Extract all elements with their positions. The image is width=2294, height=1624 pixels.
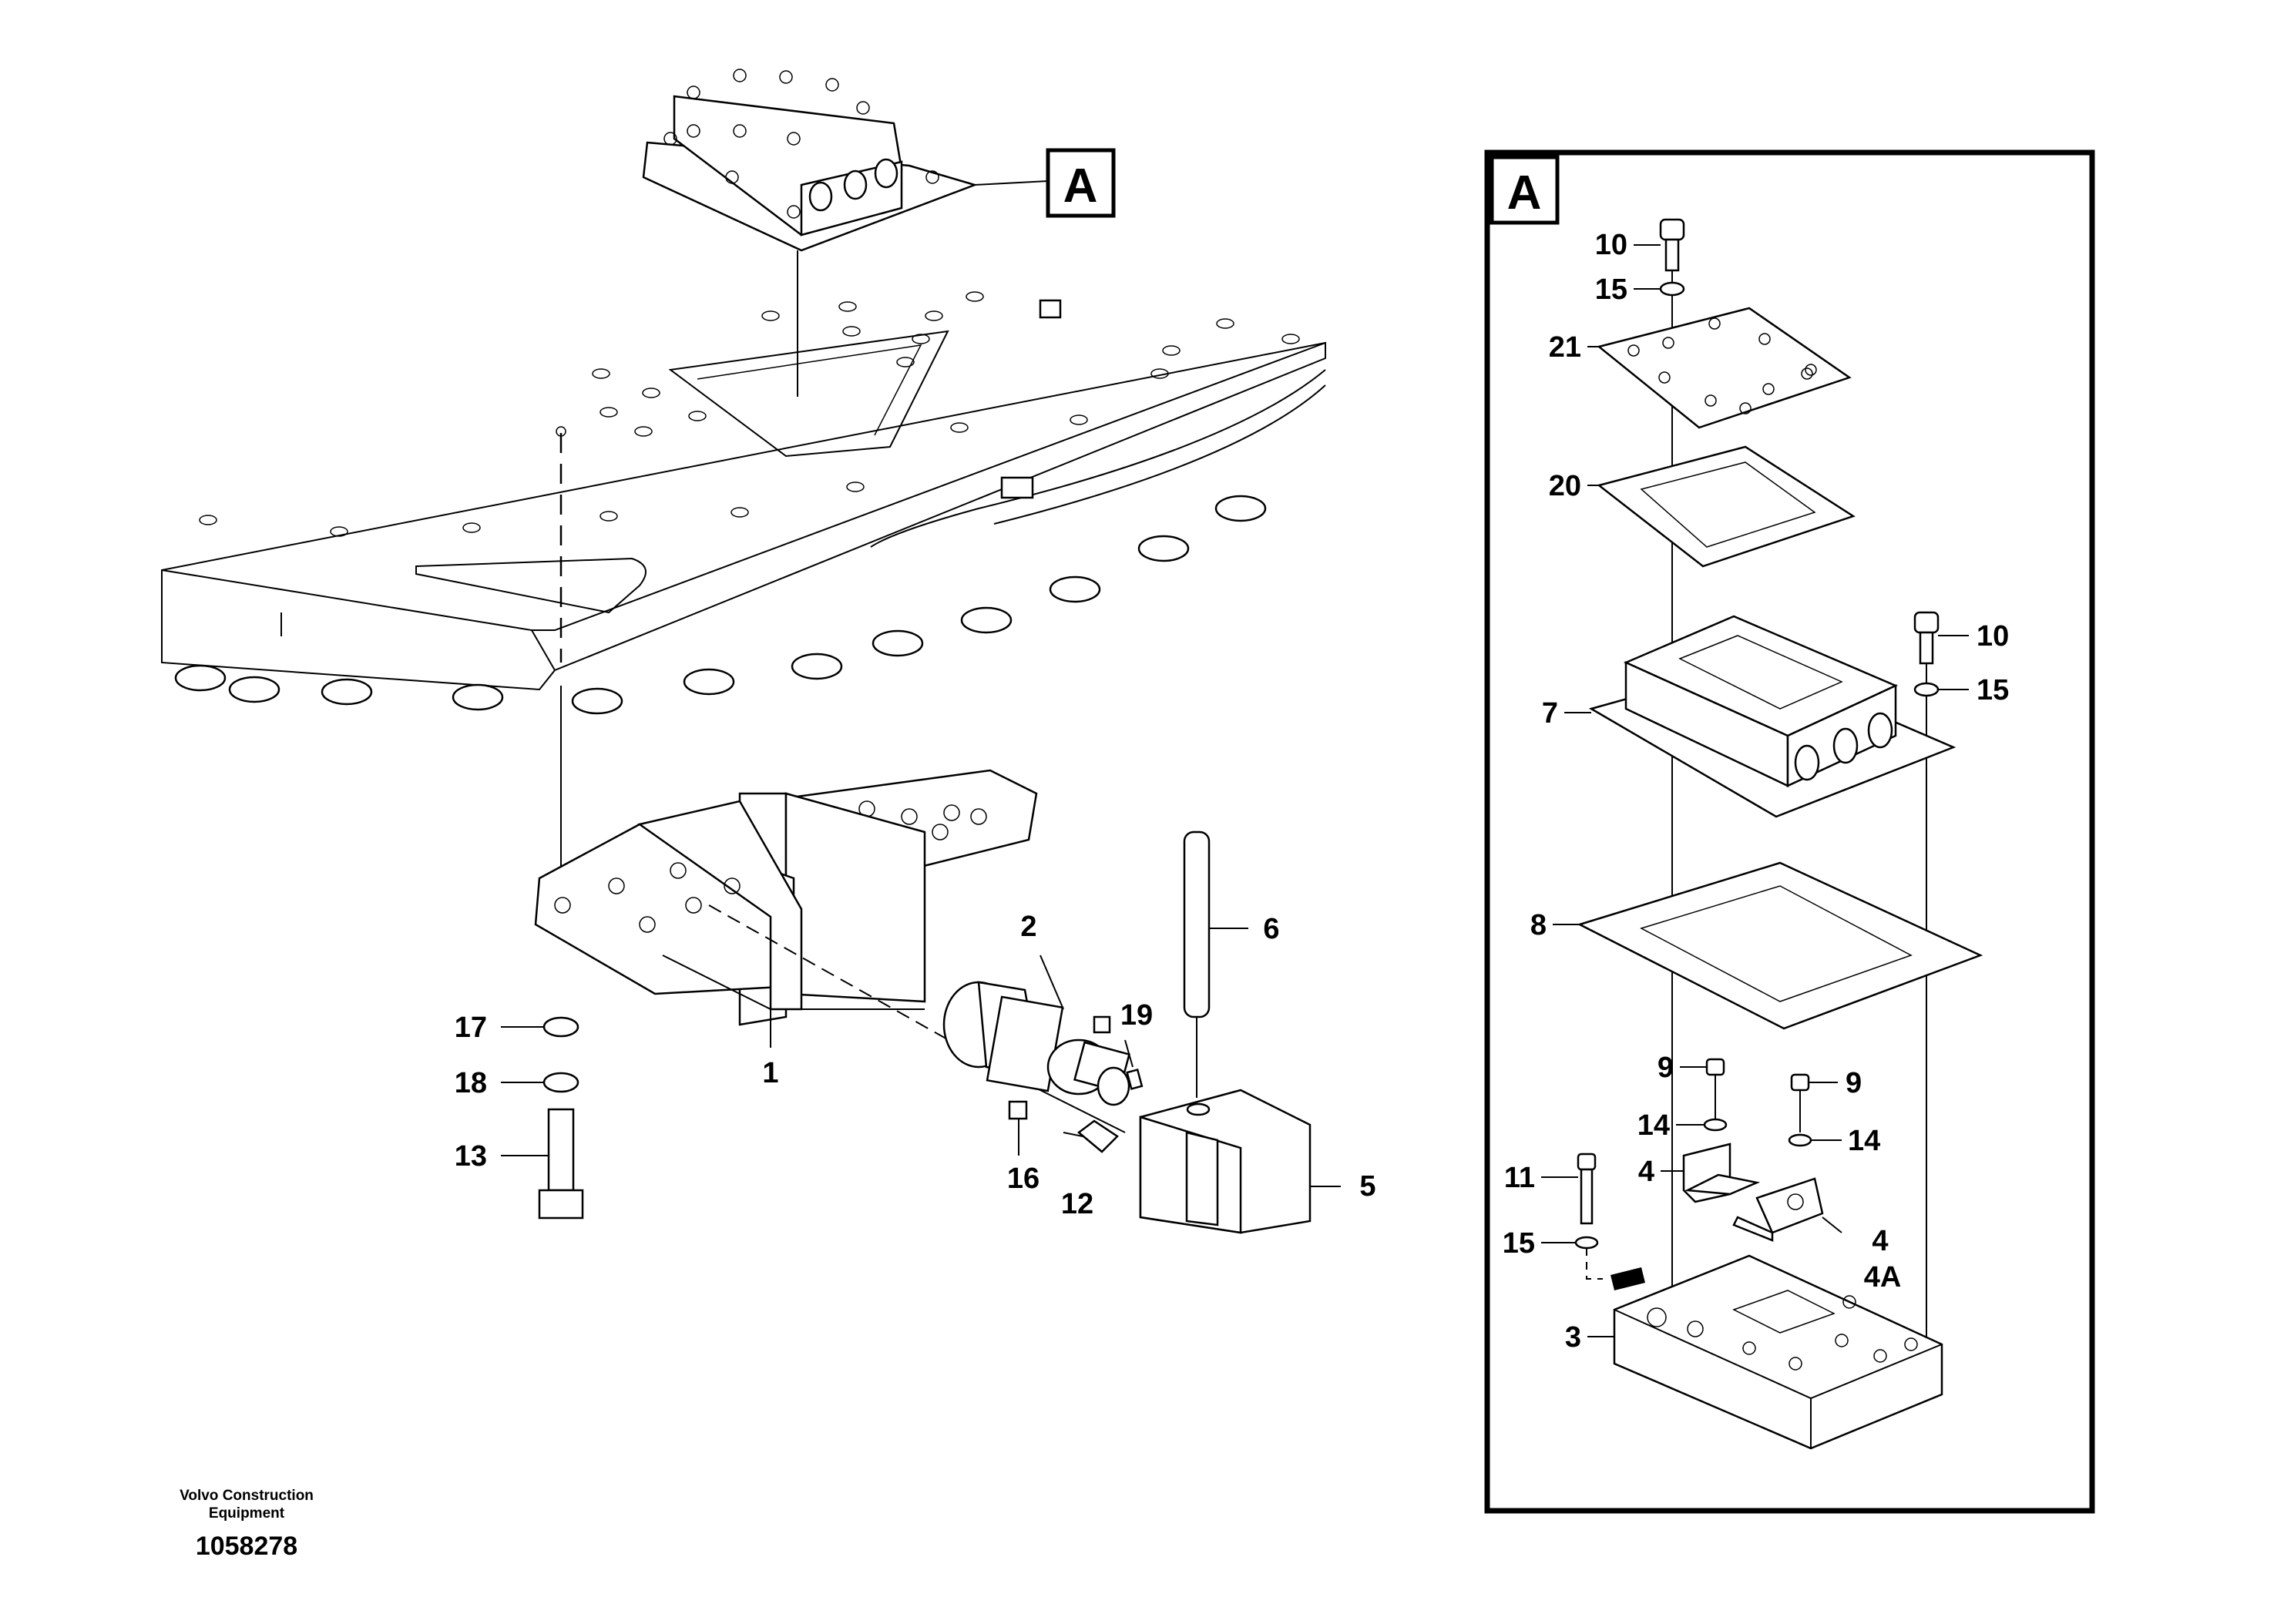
detail-callout-9-left: 9 [1658,1052,1674,1084]
bracket-part-1 [534,769,1038,1079]
callout-17: 17 [455,1012,487,1044]
washer-part-17 [501,1016,579,1038]
bolt-part-13 [501,1108,584,1220]
detail-callout-15-right: 15 [1977,674,2009,706]
detail-callout-7: 7 [1542,697,1558,730]
callout-1: 1 [762,1057,778,1089]
detail-gasket-8 [1553,861,1983,1030]
screw-part-12 [1063,1119,1119,1153]
callout-13: 13 [455,1140,487,1173]
callout-16: 16 [1007,1163,1040,1195]
detail-clip-4a [1732,1177,1842,1242]
detail-box-marker-label: A [1507,166,1542,220]
detail-washer-14-right [1788,1133,1842,1147]
detail-clip-4 [1661,1143,1761,1203]
detail-callout-20: 20 [1549,470,1581,502]
footer-company-line2: Equipment [209,1505,285,1522]
detail-callout-4-right: 4 [1872,1225,1888,1257]
rod-part-6 [1183,830,1248,1098]
callout-18: 18 [455,1067,487,1099]
footer-company-line1: Volvo Construction [180,1488,314,1504]
detail-callout-15-top: 15 [1595,273,1627,306]
detail-callout-14-right: 14 [1848,1125,1880,1157]
detail-washer-15-right [1913,682,1969,697]
detail-washer-15-lower [1541,1236,1645,1290]
solenoid-part-2 [942,955,1130,1133]
detail-callout-10-right: 10 [1977,620,2009,653]
detail-bolt-10-right [1913,611,1969,665]
detail-bolt-9-right [1790,1073,1838,1132]
detail-callout-10-top: 10 [1595,229,1627,261]
washer-part-18 [501,1072,579,1093]
detail-cover-21 [1587,307,1852,429]
detail-callout-21: 21 [1549,331,1581,364]
bolt-nuts-under-plate [174,495,1267,715]
block-part-5 [1139,1089,1341,1234]
detail-marker-main: A [974,148,1116,218]
detail-base-plate-3 [1587,1254,1943,1450]
detail-bolt-9-left [1680,1058,1725,1125]
detail-washer-15-top [1634,281,1685,297]
detail-washer-14-left [1676,1118,1728,1132]
chassis-plate [161,291,1326,715]
control-box-top [642,69,978,397]
callout-2: 2 [1020,911,1036,943]
plate-holes [199,291,1300,537]
detail-callout-8: 8 [1530,909,1547,941]
detail-callout-9-right: 9 [1846,1067,1862,1099]
detail-box-7 [1564,615,1956,818]
drawing-number: 1058278 [196,1532,297,1561]
callout-5: 5 [1359,1170,1375,1203]
callout-12: 12 [1061,1188,1093,1220]
detail-bolt-11 [1541,1153,1597,1225]
detail-gasket-20 [1587,445,1856,568]
callout-19: 19 [1120,999,1153,1032]
footer-credit: Volvo Construction Equipment 1058278 [180,1488,314,1561]
detail-bolt-10-top [1634,218,1685,272]
detail-callout-14-left: 14 [1637,1109,1670,1142]
detail-callout-4a: 4A [1864,1261,1902,1293]
detail-callout-15-lower: 15 [1503,1227,1535,1260]
washer-part-16 [1008,1100,1028,1156]
detail-callout-3: 3 [1565,1321,1581,1354]
detail-marker-main-label: A [1063,159,1098,213]
callout-6: 6 [1263,913,1279,945]
detail-callout-4-left: 4 [1638,1156,1654,1188]
pin-part-19 [1124,1039,1144,1090]
detail-callout-11: 11 [1504,1162,1535,1194]
